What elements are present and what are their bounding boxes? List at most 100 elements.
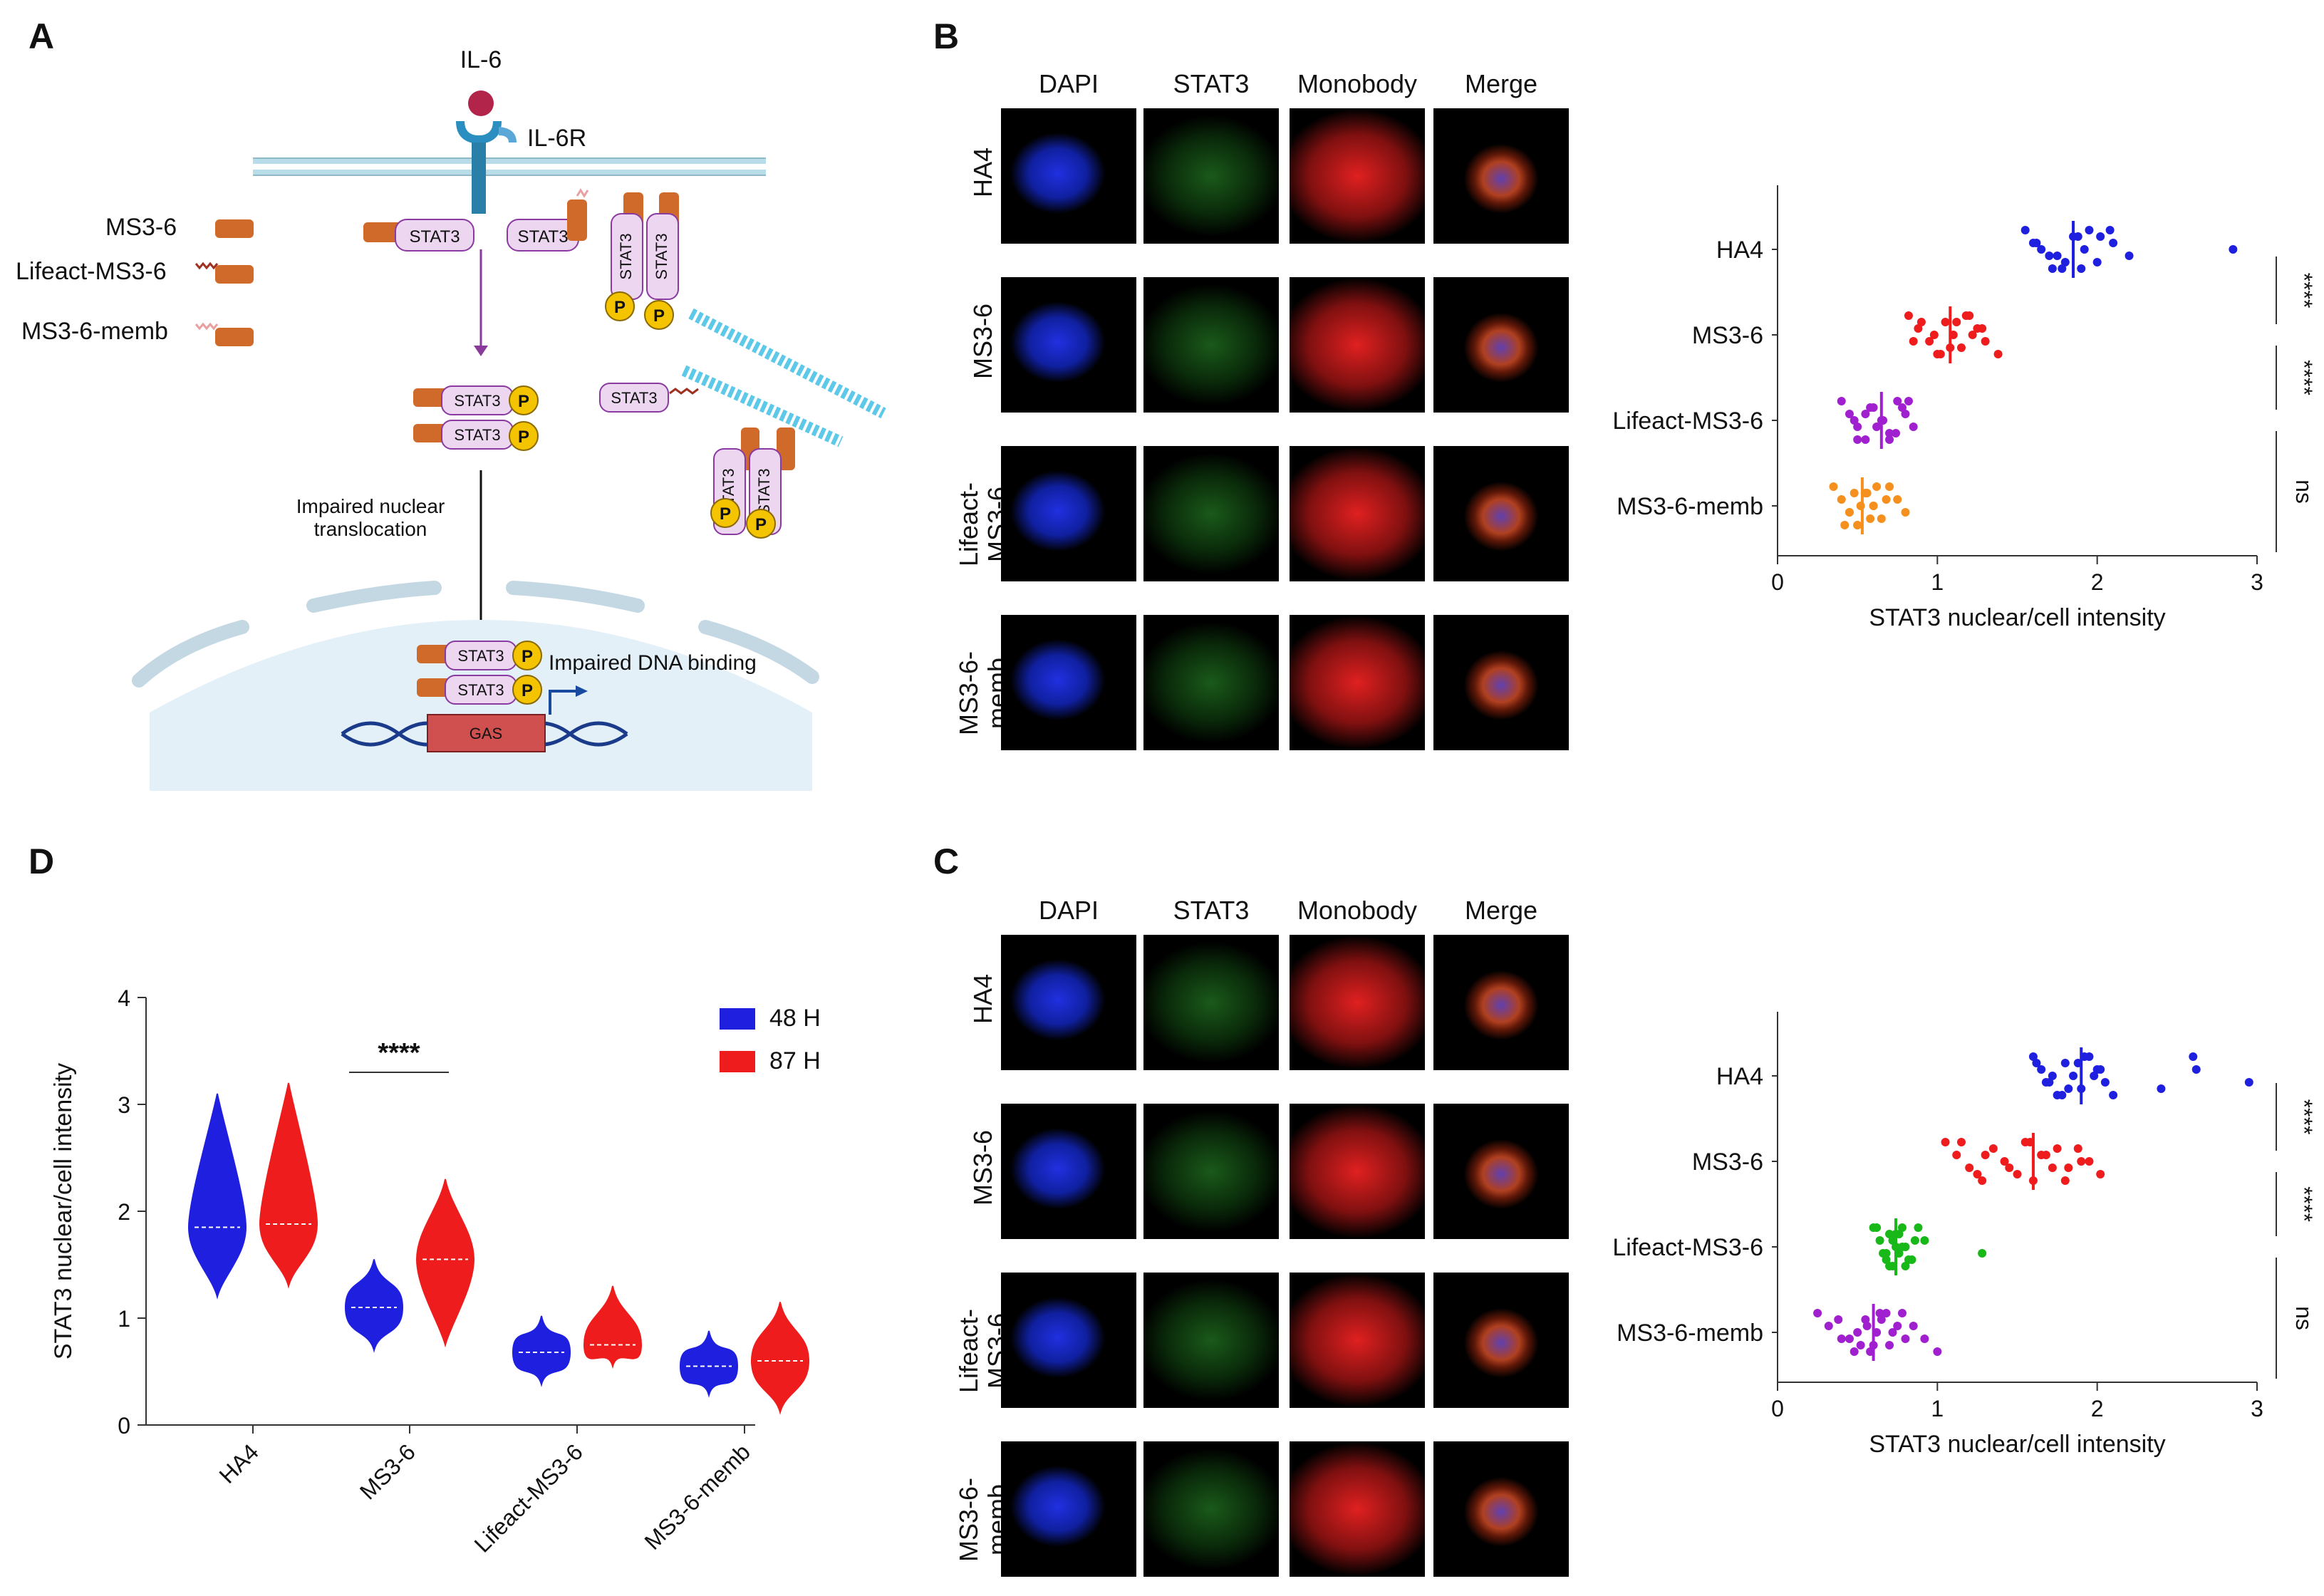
data-point <box>1981 337 1990 346</box>
impaired-dna-label: Impaired DNA binding <box>549 651 757 675</box>
phospho-label-8: P <box>522 681 533 700</box>
data-point <box>1897 1243 1907 1251</box>
data-point <box>1879 1249 1888 1258</box>
data-point <box>1837 495 1846 504</box>
data-point <box>2069 1072 2078 1080</box>
category-label: HA4 <box>1716 237 1763 264</box>
legend-ms36-label: MS3-6 <box>105 214 177 241</box>
data-point <box>1993 350 2003 358</box>
data-point <box>1929 331 1939 339</box>
data-point <box>1861 410 1870 418</box>
data-point <box>1856 1341 1865 1349</box>
data-point <box>2041 1151 2050 1159</box>
micrograph-monobody <box>1290 615 1425 750</box>
category-label: HA4 <box>214 1439 263 1488</box>
category-label: MS3-6-memb <box>1617 1320 1763 1347</box>
data-point <box>2064 1164 2073 1172</box>
data-point <box>2060 258 2070 266</box>
data-point <box>1850 416 1859 425</box>
data-point <box>2085 1157 2094 1166</box>
data-point <box>2045 252 2054 260</box>
data-point <box>1897 403 1907 412</box>
micrograph-dapi <box>1001 277 1136 413</box>
stat3-label-7: STAT3 <box>755 468 773 514</box>
channel-label-monobody: Monobody <box>1297 69 1418 98</box>
data-point <box>1941 318 1950 326</box>
data-point <box>2105 226 2115 234</box>
significance-label: **** <box>2291 360 2317 395</box>
micrograph-monobody <box>1290 935 1425 1070</box>
phospho-label-1: P <box>614 298 626 317</box>
micrograph-monobody <box>1290 277 1425 413</box>
significance-label: **** <box>2291 1186 2317 1222</box>
data-point <box>2058 1091 2067 1099</box>
row-label: HA4 <box>968 973 997 1025</box>
data-point <box>1925 337 1934 346</box>
data-point <box>2092 258 2102 266</box>
stat3-label-2: STAT3 <box>517 227 568 247</box>
data-point <box>1920 1236 1929 1245</box>
phospho-label-5: P <box>518 392 529 411</box>
micrograph-merge <box>1433 1104 1569 1239</box>
significance-label: ns <box>2291 1306 2317 1330</box>
violin-shape <box>583 1285 643 1369</box>
significance-label: ns <box>2291 480 2317 504</box>
data-point <box>1893 495 1902 504</box>
stat3-label-11: STAT3 <box>457 681 504 699</box>
micrograph-stat3 <box>1143 615 1279 750</box>
data-point <box>1813 1309 1822 1317</box>
phospho-label-7: P <box>522 647 533 666</box>
micrograph-merge <box>1433 935 1569 1070</box>
data-point <box>1904 397 1913 405</box>
stat3-label-8: STAT3 <box>454 392 500 410</box>
data-point <box>1875 1309 1884 1317</box>
data-point <box>2005 1164 2014 1172</box>
micrograph-dapi <box>1001 108 1136 244</box>
data-point <box>1916 318 1926 326</box>
y-tick-label: 4 <box>118 985 130 1011</box>
violin-shape <box>187 1093 247 1300</box>
x-tick-label: 1 <box>1931 1396 1944 1421</box>
data-point <box>1882 1255 1891 1264</box>
channel-label-stat3: STAT3 <box>1173 69 1250 98</box>
data-point <box>2077 264 2086 273</box>
legend-label: 87 H <box>769 1047 821 1074</box>
data-point <box>1968 331 1977 339</box>
data-point <box>1909 337 1918 346</box>
data-point <box>1845 410 1854 418</box>
data-point <box>1914 1223 1923 1232</box>
data-point <box>1933 1347 1942 1356</box>
micrograph-merge <box>1433 446 1569 581</box>
stat3-label-5: STAT3 <box>611 389 657 407</box>
data-point <box>1885 1262 1894 1270</box>
data-point <box>2244 1078 2253 1087</box>
data-point <box>1909 1322 1918 1330</box>
data-point <box>2191 1065 2201 1074</box>
data-point <box>1861 1315 1870 1324</box>
data-point <box>1845 508 1854 517</box>
micrograph-dapi <box>1001 1441 1136 1577</box>
data-point <box>1936 350 1945 358</box>
x-tick-label: 3 <box>2251 1396 2263 1421</box>
violin-shape <box>679 1330 739 1398</box>
data-point <box>1850 1347 1859 1356</box>
data-point <box>1885 1341 1894 1349</box>
legend-swatch <box>720 1051 755 1072</box>
legend-swatch <box>720 1008 755 1030</box>
data-point <box>2048 1072 2057 1080</box>
row-label: MS3-6 <box>968 1129 997 1206</box>
row-label: MS3-6 <box>968 303 997 380</box>
data-point <box>1901 1335 1910 1343</box>
data-point <box>1837 1335 1846 1343</box>
data-point <box>1882 1309 1891 1317</box>
data-point <box>1853 435 1862 444</box>
data-point <box>2229 245 2238 254</box>
y-tick-label: 2 <box>118 1199 130 1225</box>
data-point <box>1981 1151 1990 1159</box>
data-point <box>2048 264 2057 273</box>
significance-label: **** <box>378 1038 420 1068</box>
x-tick-label: 0 <box>1771 1396 1784 1421</box>
micrograph-dapi <box>1001 1273 1136 1408</box>
data-point <box>2060 1059 2070 1067</box>
data-point <box>2053 1144 2062 1153</box>
